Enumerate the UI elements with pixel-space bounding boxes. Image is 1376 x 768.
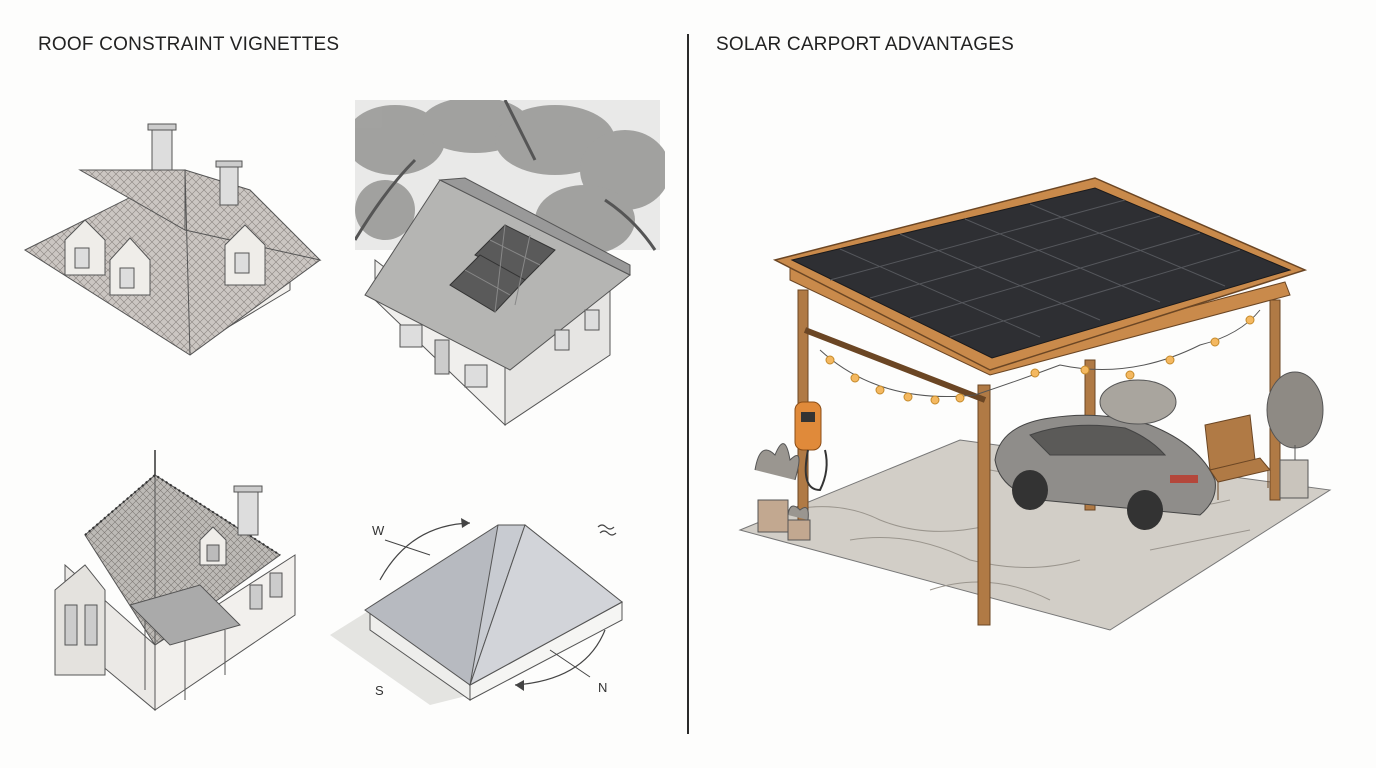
solar-carport-heading: SOLAR CARPORT ADVANTAGES [716,34,1014,55]
compass-west-label: W [372,523,385,538]
compass-north-label: N [598,680,607,695]
complex-roof-house-illustration [23,123,322,356]
shaded-roof-house-illustration [355,100,665,427]
compass-south-label: S [375,683,384,698]
roof-constraints-heading: ROOF CONSTRAINT VIGNETTES [38,34,340,55]
compass-east-glyph [597,524,617,536]
solar-carport-illustration [738,177,1332,631]
section-divider [687,34,689,734]
hip-roof-compass-illustration: W S N [330,518,623,705]
victorian-house-illustration [54,450,296,712]
electric-car [994,414,1216,530]
